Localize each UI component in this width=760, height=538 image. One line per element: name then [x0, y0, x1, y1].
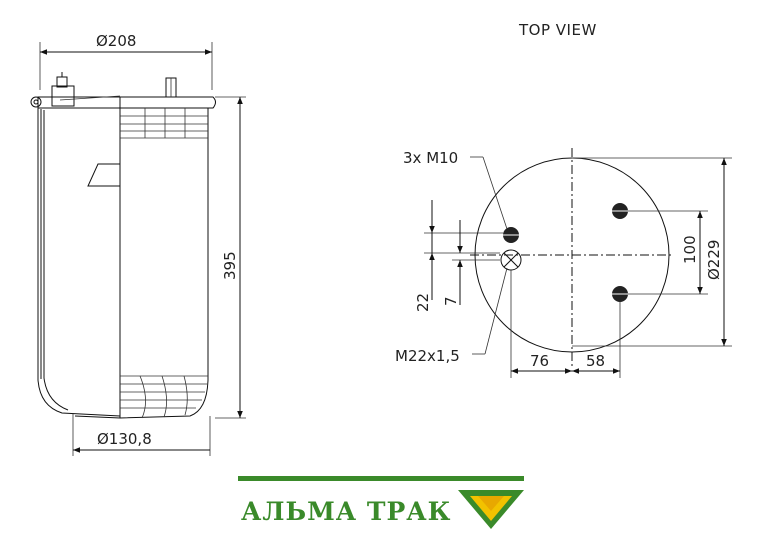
height-label: 395: [221, 251, 239, 280]
bolt-stud: [165, 77, 177, 98]
offset-7-label: 7: [442, 296, 460, 306]
brand-bar: [238, 476, 524, 481]
air-fitting-symbol: [500, 249, 522, 271]
top-diameter-label: Ø208: [96, 32, 136, 50]
top-view-title: TOP VIEW: [518, 21, 597, 39]
distance-76-label: 76: [530, 352, 549, 370]
top-view: TOP VIEW 3x M10 M22x1,5: [395, 21, 732, 378]
offset-22-label: 22: [414, 293, 432, 312]
bolt-label: 3x M10: [403, 149, 458, 167]
outer-diameter-label: Ø229: [705, 240, 723, 280]
bottom-diameter-label: Ø130,8: [97, 430, 152, 448]
brand-name: АЛЬМА ТРАК: [241, 497, 451, 526]
air-fitting-label: M22x1,5: [395, 347, 460, 365]
distance-58-label: 58: [586, 352, 605, 370]
brand-logo: АЛЬМА ТРАК: [238, 476, 524, 529]
brand-triangle-icon: [458, 490, 524, 529]
air-fitting-stud: [51, 72, 75, 107]
side-view: Ø208: [30, 32, 246, 456]
bolt-spacing-label: 100: [681, 235, 699, 264]
